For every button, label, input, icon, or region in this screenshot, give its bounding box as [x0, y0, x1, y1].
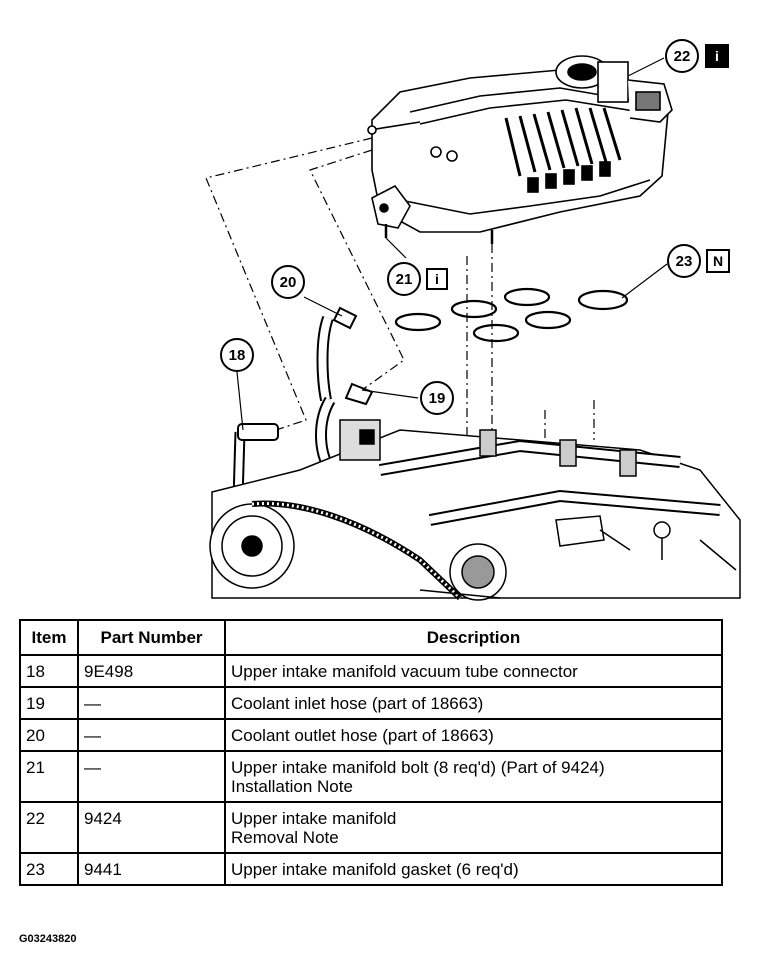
row-description: Upper intake manifold Removal Note [224, 801, 723, 854]
callout-18[interactable]: 18 [220, 338, 254, 372]
routing-dashed-lines [205, 137, 595, 470]
callout-21[interactable]: 21 [387, 262, 421, 296]
header-description: Description [224, 619, 723, 656]
intake-gaskets [394, 287, 629, 343]
header-item: Item [19, 619, 79, 656]
info-icon-21[interactable]: i [426, 268, 448, 290]
callout-leader-lines [236, 57, 668, 431]
info-icon-22[interactable]: i [705, 44, 729, 68]
row-description-line: Upper intake manifold vacuum tube connec… [231, 662, 578, 681]
callout-19-label: 19 [429, 390, 446, 407]
row-part-number: 9424 [77, 801, 226, 854]
row-item: 23 [19, 852, 79, 886]
lower-engine-drawing [209, 419, 741, 601]
row-description: Coolant outlet hose (part of 18663) [224, 718, 723, 752]
row-item: 18 [19, 654, 79, 688]
info-badge-21-label: i [435, 271, 439, 287]
info-badge-22-label: i [715, 48, 719, 64]
table-header-row: Item Part Number Description [19, 619, 723, 656]
row-description: Upper intake manifold vacuum tube connec… [224, 654, 723, 688]
upper-intake-manifold-drawing [367, 55, 673, 244]
callout-21-label: 21 [396, 271, 413, 288]
exploded-view-diagram: 18 19 20 21 i 22 i 23 N [205, 39, 741, 601]
callout-19[interactable]: 19 [420, 381, 454, 415]
row-part-number: 9441 [77, 852, 226, 886]
row-item: 19 [19, 686, 79, 720]
callout-22-label: 22 [674, 48, 691, 65]
table-row: 21 — Upper intake manifold bolt (8 req'd… [19, 750, 723, 803]
row-item: 21 [19, 750, 79, 803]
row-description: Upper intake manifold bolt (8 req'd) (Pa… [224, 750, 723, 803]
figure-code: G03243820 [19, 933, 77, 945]
new-part-icon-23[interactable]: N [706, 249, 730, 273]
callout-20-label: 20 [280, 274, 297, 291]
installation-note-link[interactable]: Installation Note [231, 777, 353, 796]
callout-23-label: 23 [676, 253, 693, 270]
new-part-badge-23-label: N [713, 253, 723, 269]
callout-18-label: 18 [229, 347, 246, 364]
row-description: Coolant inlet hose (part of 18663) [224, 686, 723, 720]
row-part-number: — [77, 686, 226, 720]
table-row: 20 — Coolant outlet hose (part of 18663) [19, 718, 723, 752]
row-description-line: Upper intake manifold [231, 809, 397, 828]
row-description-line: Coolant outlet hose (part of 18663) [231, 726, 494, 745]
row-description-line: Upper intake manifold gasket (6 req'd) [231, 860, 519, 879]
row-part-number: — [77, 718, 226, 752]
row-part-number: 9E498 [77, 654, 226, 688]
callout-23[interactable]: 23 [667, 244, 701, 278]
row-description: Upper intake manifold gasket (6 req'd) [224, 852, 723, 886]
removal-note-link[interactable]: Removal Note [231, 828, 339, 847]
table-row: 23 9441 Upper intake manifold gasket (6 … [19, 852, 723, 886]
callout-20[interactable]: 20 [271, 265, 305, 299]
table-row: 22 9424 Upper intake manifold Removal No… [19, 801, 723, 854]
table-row: 19 — Coolant inlet hose (part of 18663) [19, 686, 723, 720]
parts-table: Item Part Number Description 18 9E498 Up… [19, 619, 723, 886]
row-description-line: Upper intake manifold bolt (8 req'd) (Pa… [231, 758, 605, 777]
row-item: 20 [19, 718, 79, 752]
callout-22[interactable]: 22 [665, 39, 699, 73]
row-item: 22 [19, 801, 79, 854]
header-part-number: Part Number [77, 619, 226, 656]
row-description-line: Coolant inlet hose (part of 18663) [231, 694, 484, 713]
table-row: 18 9E498 Upper intake manifold vacuum tu… [19, 654, 723, 688]
row-part-number: — [77, 750, 226, 803]
